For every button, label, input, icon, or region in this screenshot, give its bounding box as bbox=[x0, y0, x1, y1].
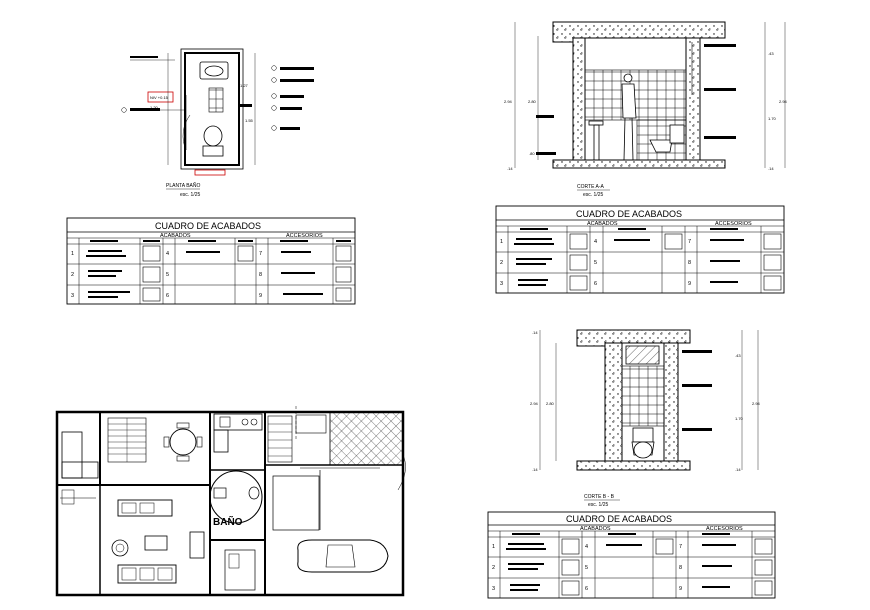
table-br-title: CUADRO DE ACABADOS bbox=[566, 514, 672, 524]
section-b-scale: esc. 1/25 bbox=[588, 502, 609, 508]
car-icon bbox=[297, 539, 389, 573]
br-row-9: 9 bbox=[679, 586, 682, 592]
table-left-title: CUADRO DE ACABADOS bbox=[155, 221, 261, 231]
tr-row-4: 4 bbox=[594, 239, 597, 245]
sec-a-dim-3: .80 bbox=[529, 151, 535, 156]
tl-row-4: 4 bbox=[166, 251, 169, 257]
plan-scale: esc. 1/25 bbox=[180, 192, 201, 198]
tr-row-7: 7 bbox=[688, 239, 691, 245]
tl-row-2: 2 bbox=[71, 272, 74, 278]
sec-a-dim-6: 1.70 bbox=[768, 116, 777, 121]
tr-row-6: 6 bbox=[594, 281, 597, 287]
tl-row-7: 7 bbox=[259, 251, 262, 257]
sec-b-dim-4: .14 bbox=[532, 467, 538, 472]
tl-row-9: 9 bbox=[259, 293, 262, 299]
tl-row-5: 5 bbox=[166, 272, 169, 278]
human-figure bbox=[621, 73, 637, 161]
svg-text:1.27: 1.27 bbox=[240, 83, 249, 88]
sec-b-dim-7: 2.94 bbox=[752, 401, 761, 406]
br-row-3: 3 bbox=[492, 586, 495, 592]
sec-a-dim-1: 2.94 bbox=[504, 99, 513, 104]
tr-row-8: 8 bbox=[688, 260, 691, 266]
tl-row-3: 3 bbox=[71, 293, 74, 299]
sec-b-dim-2: 2.80 bbox=[546, 401, 555, 406]
section-b-title: CORTE B - B bbox=[584, 494, 615, 500]
tr-row-1: 1 bbox=[500, 239, 503, 245]
tr-row-3: 3 bbox=[500, 281, 503, 287]
br-row-5: 5 bbox=[585, 565, 588, 571]
table-br-col-finishes: ACABADOS bbox=[580, 526, 611, 532]
section-a: 2.94 2.80 .80 .14 .43 1.70 2.94 .14 CORT… bbox=[504, 21, 788, 198]
br-row-4: 4 bbox=[585, 544, 588, 550]
table-tr-title: CUADRO DE ACABADOS bbox=[576, 209, 682, 219]
sec-b-dim-3: .14 bbox=[532, 330, 538, 335]
svg-text:1.55: 1.55 bbox=[245, 118, 254, 123]
svg-text:NIV +0.15: NIV +0.15 bbox=[150, 95, 169, 100]
tr-row-2: 2 bbox=[500, 260, 503, 266]
br-row-7: 7 bbox=[679, 544, 682, 550]
finish-table-left: CUADRO DE ACABADOS ACABADOS ACCESORIOS 1… bbox=[66, 217, 356, 305]
tr-row-9: 9 bbox=[688, 281, 691, 287]
finish-table-bottom-right: CUADRO DE ACABADOS ACABADOS ACCESORIOS 1… bbox=[487, 511, 776, 599]
sec-b-dim-8: .14 bbox=[735, 467, 741, 472]
sec-b-dim-6: 1.70 bbox=[735, 416, 744, 421]
house-floor-plan: BAÑO bbox=[55, 406, 406, 597]
sec-a-dim-2: 2.80 bbox=[528, 99, 537, 104]
plan-title: PLANTA BAÑO bbox=[166, 182, 200, 189]
sec-a-dim-8: .14 bbox=[768, 166, 774, 171]
sec-b-dim-1: 2.94 bbox=[530, 401, 539, 406]
finish-table-top-right: CUADRO DE ACABADOS ACABADOS ACCESORIOS 1… bbox=[495, 205, 785, 294]
table-br-col-accessories: ACCESORIOS bbox=[706, 526, 743, 532]
bathroom-label: BAÑO bbox=[213, 515, 243, 528]
tl-row-6: 6 bbox=[166, 293, 169, 299]
tl-row-1: 1 bbox=[71, 251, 74, 257]
svg-text:1.20: 1.20 bbox=[150, 105, 159, 110]
table-left-col-accessories: ACCESORIOS bbox=[286, 233, 323, 239]
br-row-2: 2 bbox=[492, 565, 495, 571]
sec-a-dim-5: .43 bbox=[768, 51, 774, 56]
sec-a-dim-7: 2.94 bbox=[779, 99, 788, 104]
br-row-6: 6 bbox=[585, 586, 588, 592]
section-a-title: CORTE A-A bbox=[577, 184, 605, 190]
br-row-1: 1 bbox=[492, 544, 495, 550]
sec-b-dim-5: .43 bbox=[735, 353, 741, 358]
section-b: 2.94 2.80 .14 .14 .43 1.70 2.94 .14 CORT… bbox=[530, 329, 761, 508]
tl-row-8: 8 bbox=[259, 272, 262, 278]
bathroom-plan: NIV +0.15 1.27 1.55 1.20 PLANTA BAÑO esc… bbox=[121, 48, 314, 198]
sec-a-dim-4: .14 bbox=[507, 166, 513, 171]
table-left-col-finishes: ACABADOS bbox=[160, 233, 191, 239]
tr-row-5: 5 bbox=[594, 260, 597, 266]
section-a-scale: esc. 1/25 bbox=[583, 192, 604, 198]
table-tr-col-finishes: ACABADOS bbox=[587, 221, 618, 227]
table-tr-col-accessories: ACCESORIOS bbox=[715, 221, 752, 227]
br-row-8: 8 bbox=[679, 565, 682, 571]
